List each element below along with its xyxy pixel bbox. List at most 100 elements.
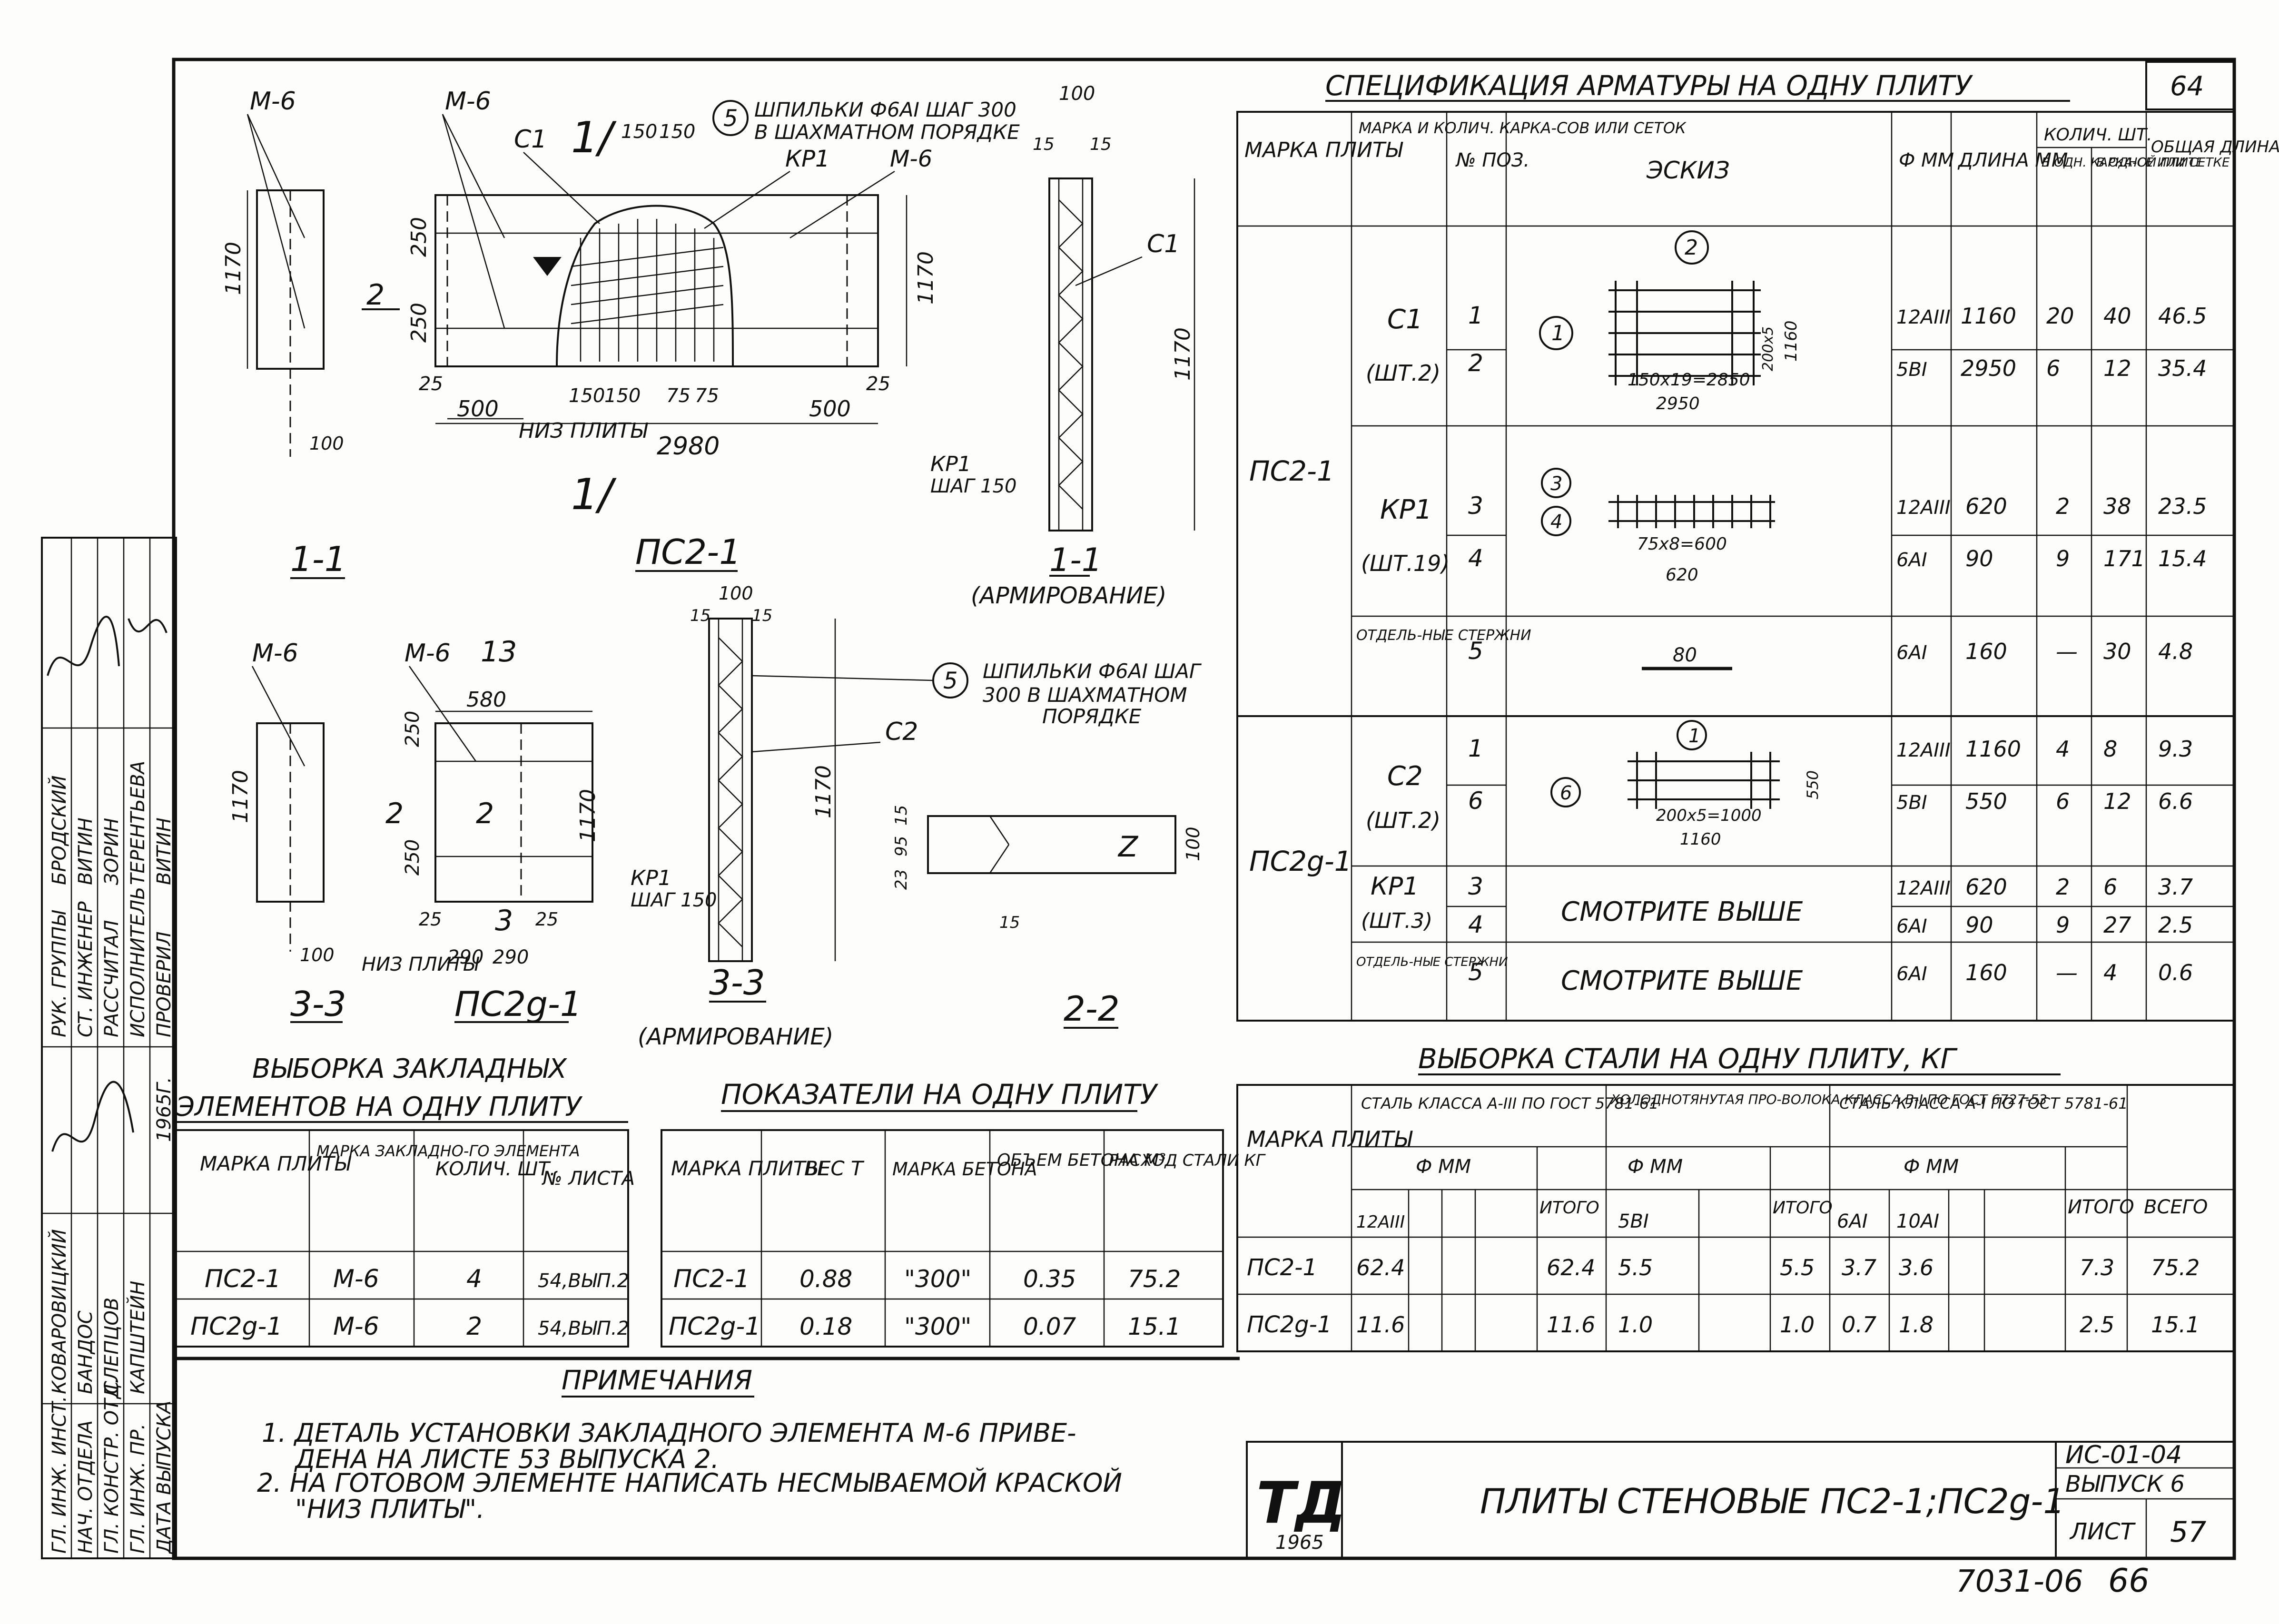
label-kr1-c: КР1 [631, 866, 671, 890]
section-mark-1-bottom: 1/ [571, 470, 617, 520]
stamp-name2-0: КОВАРОВИЦКИЙ [48, 1229, 70, 1394]
spec-plate-0: ПС2-1 [1249, 455, 1334, 487]
dim-290-b: 290 [493, 946, 529, 968]
svg-text:1: 1 [1551, 321, 1565, 345]
title-1-1: 1-1 [290, 539, 346, 579]
mark-3: 3 [495, 904, 513, 937]
sketch-c2: 1 6 200x5=1000 1160 550 [1550, 720, 1822, 849]
steel-cell: 3.6 [1899, 1255, 1934, 1280]
steel-cell: 11.6 [1547, 1312, 1595, 1338]
c2-h: 550 [1804, 770, 1822, 799]
dim-290-a: 290 [447, 946, 483, 968]
indic-cell: 15.1 [1128, 1313, 1181, 1340]
svg-text:6: 6 [1560, 782, 1572, 804]
dim-150-b: 150 [604, 385, 641, 407]
spec-poz: 6 [1468, 787, 1483, 815]
spec-n1: 2 [2056, 874, 2070, 900]
steel-sub: 12АIII [1356, 1212, 1405, 1232]
stamp-role2-3: ГЛ. ИНЖ. ПР. [127, 1424, 149, 1554]
spec-h-eskiz: ЭСКИЗ [1646, 157, 1730, 184]
spec-poz: 5 [1468, 637, 1483, 665]
spec-item-0-1: КР1 [1380, 494, 1432, 525]
dim-1170-b: 1170 [914, 251, 938, 305]
spec-item-1-0-qty: (ШТ.2) [1366, 807, 1440, 833]
spec-len: 620 [1965, 874, 2007, 900]
spec-poz: 5 [1468, 958, 1483, 986]
section-3-3-armature: 100 15 15 1170 5 ШПИЛЬКИ Ф6АI ШАГ 300 В … [631, 583, 1202, 1050]
dim-1170-d: 1170 [228, 770, 253, 823]
dim-15-e: 15 [892, 805, 911, 826]
title-3-3-b: 3-3 [709, 963, 765, 1003]
spec-n2: 30 [2103, 639, 2131, 664]
steel-cell: 1.0 [1780, 1312, 1815, 1338]
c2-total: 1160 [1680, 830, 1721, 849]
spec-total: 3.7 [2158, 874, 2193, 900]
title-sec-1-1-arm: (АРМИРОВАНИЕ) [971, 582, 1166, 609]
steel-h-g3: СТАЛЬ КЛАССА А-I ПО ГОСТ 5781-61 [1839, 1094, 2128, 1112]
titleblock-title: ПЛИТЫ СТЕНОВЫЕ ПС2-1;ПС2g-1 [1480, 1481, 2065, 1521]
spec-title: СПЕЦИФИКАЦИЯ АРМАТУРЫ НА ОДНУ ПЛИТУ [1325, 69, 1973, 102]
steel-cell: 3.7 [1842, 1255, 1876, 1280]
spec-n2: 6 [2103, 874, 2117, 900]
stamp-role-2: РАССЧИТАЛ [101, 920, 123, 1037]
spec-n1: 2 [2056, 493, 2070, 519]
mark-2-b: 2 [385, 797, 404, 830]
spec-n2: 171 [2103, 546, 2145, 571]
signature-marks-2 [51, 1081, 134, 1152]
dim-75-a: 75 [666, 385, 691, 407]
stamp-role-3: ИСПОЛНИТЕЛЬ [127, 886, 149, 1037]
spec-n1: 4 [2056, 736, 2070, 762]
spec-n2: 27 [2103, 912, 2131, 938]
spec-d: 5BI [1896, 792, 1927, 814]
label-pins-b2: 300 В ШАХМАТНОМ [983, 683, 1187, 707]
embed-h2: КОЛИЧ. ШТ. [435, 1158, 556, 1180]
c1-dims: 150x19=2850 [1628, 370, 1750, 390]
steel-cell: 62.4 [1547, 1255, 1595, 1280]
svg-text:5: 5 [943, 668, 958, 694]
title-3-3-arm: (АРМИРОВАНИЕ) [638, 1024, 833, 1050]
spec-d: 12АIII [1896, 877, 1951, 899]
dim-250-d: 250 [402, 839, 424, 876]
sheet-number-top: 64 [2170, 71, 2204, 102]
label-c1-b: С1 [1147, 230, 1180, 258]
indicators-table: ПОКАЗАТЕЛИ НА ОДНУ ПЛИТУ МАРКА ПЛИТЫ ВЕС… [661, 1078, 1266, 1348]
indic-cell: 0.07 [1023, 1313, 1076, 1340]
plate-ps2g1-elevation: 2 2 580 М-6 13 1170 250 250 3 25 25 290 … [362, 635, 600, 1024]
stamp-year: 1965Г. [153, 1077, 175, 1142]
spec-len: 2950 [1961, 355, 2016, 381]
title-block: ТД 1965 ПЛИТЫ СТЕНОВЫЕ ПС2-1;ПС2g-1 ИС-0… [1246, 1441, 2235, 1600]
steel-cell: 5.5 [1780, 1255, 1815, 1280]
title-2-2: 2-2 [1064, 989, 1120, 1029]
dim-15-c: 15 [690, 606, 710, 625]
label-pins-2: В ШАХМАТНОМ ПОРЯДКЕ [754, 120, 1020, 144]
steel-fmm-1: Ф ММ [1416, 1156, 1471, 1178]
svg-text:5: 5 [723, 105, 738, 132]
indic-h4: РАСХОД СТАЛИ КГ [1109, 1151, 1266, 1170]
stamp-role2-4: ДАТА ВЫПУСКА [153, 1401, 175, 1555]
plate-elevation: 2 250 250 25 25 2980 500 500 НИЗ ПЛИТЫ 1… [362, 87, 1020, 520]
dim-150-a: 150 [569, 385, 605, 407]
dim-23: 23 [892, 869, 911, 890]
spec-h-obshaya: ОБЩАЯ ДЛИНА М [2151, 138, 2279, 157]
spec-total: 4.8 [2158, 639, 2193, 664]
spec-len: 1160 [1965, 736, 2021, 762]
stamp-name2-3: КАПШТЕЙН [126, 1281, 149, 1394]
spec-n2: 8 [2103, 736, 2117, 762]
indic-cell: 0.35 [1023, 1265, 1076, 1293]
dim-15-a: 15 [1033, 135, 1055, 154]
steel-row-marka: ПС2g-1 [1247, 1311, 1332, 1338]
steel-sub: ИТОГО [1539, 1198, 1599, 1218]
dim-75-b: 75 [695, 385, 719, 407]
steel-cell: 15.1 [2151, 1312, 2200, 1338]
c2-dims: 200x5=1000 [1656, 806, 1762, 825]
section-1-1-armature: 100 15 15 1170 С1 КР1 ШАГ 150 1-1 (АРМИР… [930, 83, 1195, 609]
label-pins-b1: ШПИЛЬКИ Ф6АI ШАГ [983, 659, 1202, 683]
spec-total: 15.4 [2158, 546, 2207, 571]
spec-item-1-1-qty: (ШТ.3) [1361, 909, 1432, 933]
spec-h-kolich: КОЛИЧ. ШТ. [2044, 125, 2152, 145]
section-mark-2: 2 [366, 278, 385, 312]
spec-total: 35.4 [2158, 355, 2207, 381]
side-stamp: РУК. ГРУППЫ СТ. ИНЖЕНЕР РАССЧИТАЛ ИСПОЛН… [41, 537, 177, 1559]
sketch-rod: 80 [1642, 644, 1732, 670]
svg-text:3: 3 [1550, 473, 1562, 495]
